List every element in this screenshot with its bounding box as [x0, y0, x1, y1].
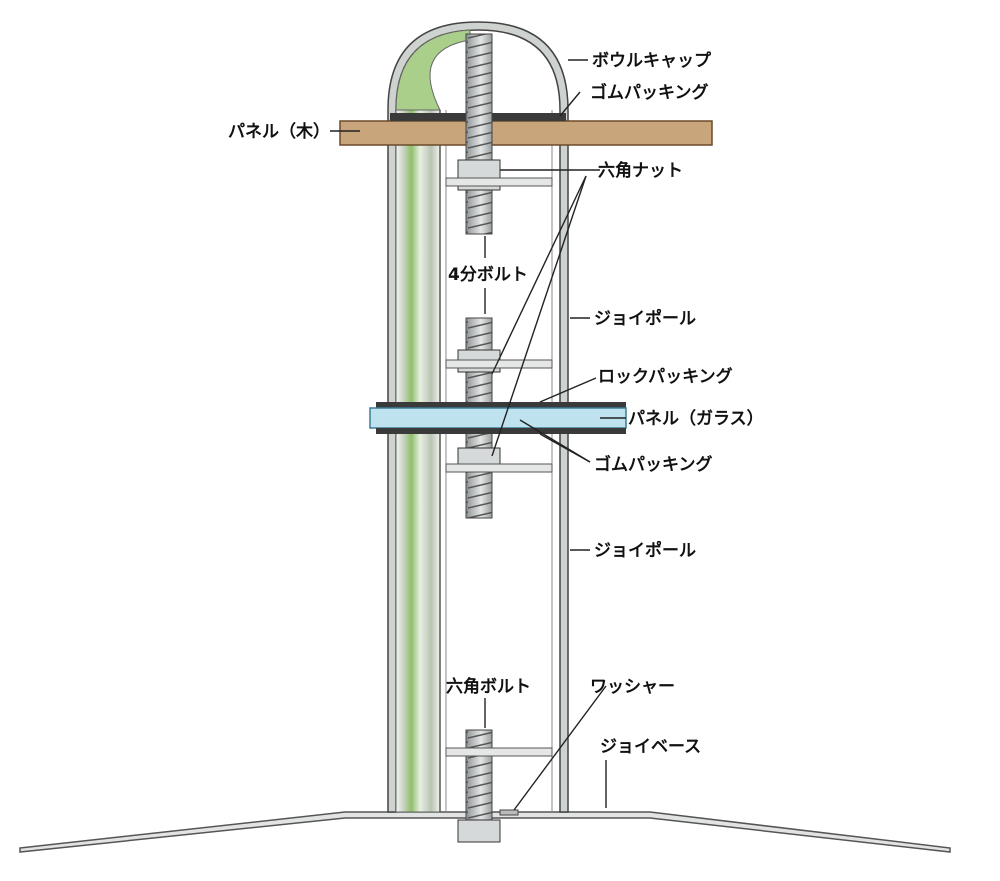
glass-panel [369, 402, 627, 434]
label-joy-pole-lower: ジョイポール [594, 540, 696, 561]
label-rubber-packing-top: ゴムパッキング [590, 82, 709, 103]
label-joy-pole-upper: ジョイポール [594, 308, 696, 329]
label-panel-glass: パネル（ガラス） [628, 408, 764, 429]
lower-bolt [445, 729, 553, 843]
wood-panel [339, 113, 713, 146]
joy-pole [387, 21, 569, 813]
label-hex-bolt: 六角ボルト [446, 676, 531, 697]
joy-base [19, 811, 951, 853]
label-lock-packing: ロックパッキング [598, 366, 733, 387]
leader-lines [330, 59, 626, 811]
label-panel-wood: パネル（木） [228, 121, 330, 142]
label-joy-base: ジョイベース [600, 737, 701, 757]
label-bolt-4bu: 4分ボルト [448, 265, 528, 285]
label-washer: ワッシャー [590, 677, 675, 697]
upper-bolt [445, 33, 553, 235]
label-rubber-packing-lower: ゴムパッキング [594, 454, 713, 475]
label-hex-nut: 六角ナット [598, 160, 683, 181]
label-bowl-cap: ボウルキャップ [592, 50, 712, 71]
